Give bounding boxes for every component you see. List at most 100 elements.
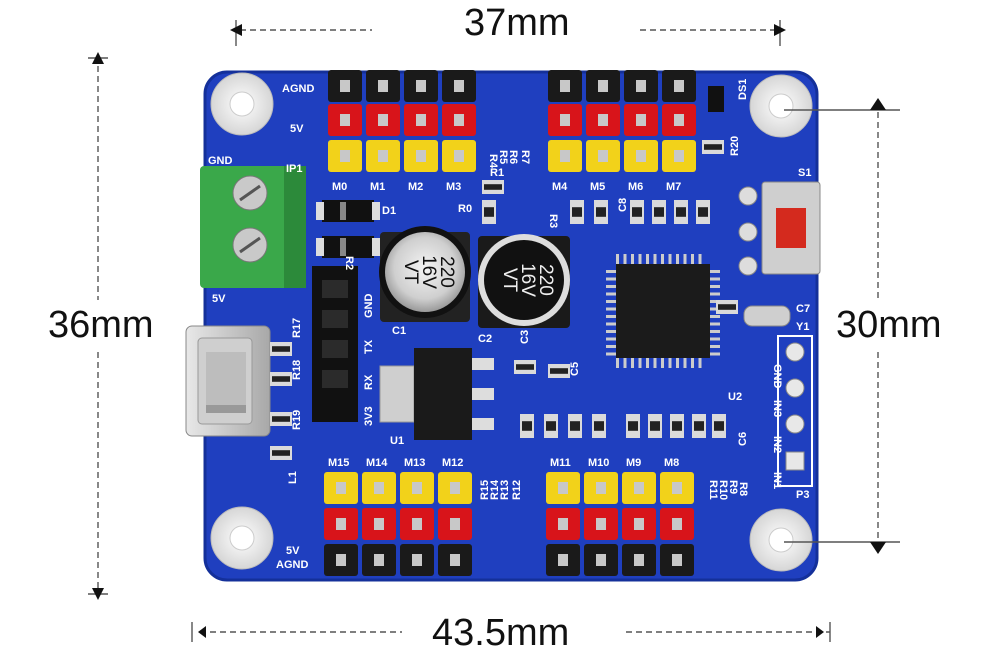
header-pin-5v [400, 508, 434, 540]
header-pin-gnd [548, 70, 582, 102]
header-pin-signal [586, 140, 620, 172]
servo-label: M6 [628, 181, 643, 193]
header-pin-5v [328, 104, 362, 136]
header-pin-signal [622, 472, 656, 504]
header-pin-gnd [404, 70, 438, 102]
header-pin-gnd [662, 70, 696, 102]
header-pin-signal [660, 472, 694, 504]
servo-label: M8 [664, 457, 679, 469]
header-pin-signal [584, 472, 618, 504]
silk-r12: R12 [511, 480, 523, 500]
header-pin-signal [438, 472, 472, 504]
silk-y1: Y1 [796, 321, 809, 333]
header-pin-gnd [660, 544, 694, 576]
servo-label: M4 [552, 181, 568, 193]
silk-r13: R13 [499, 480, 511, 500]
smd-part [548, 364, 570, 378]
capacitor-marking: 220 [436, 256, 457, 288]
led-ds1 [708, 86, 724, 112]
smd-part [592, 414, 606, 438]
header-pin-5v [442, 104, 476, 136]
silk-d1: D1 [382, 205, 396, 217]
servo-label: M0 [332, 181, 347, 193]
diode-d2 [316, 236, 380, 258]
dimension-right-height: 30mm [836, 304, 942, 346]
smd-part [594, 200, 608, 224]
smd-part [270, 412, 292, 426]
silkscreen-labels: AGND 5V GND IP1 5V 5V AGND R1 R0 D1 C1 C… [208, 79, 811, 571]
silk-r20: R20 [729, 136, 741, 156]
silk-r6: R6 [507, 150, 519, 164]
silk-r1: R1 [490, 167, 504, 179]
silk-ds1: DS1 [737, 79, 749, 100]
silk-c1: C1 [392, 325, 406, 337]
silk-s1: S1 [798, 167, 811, 179]
smd-part [712, 414, 726, 438]
header-pin-signal [324, 472, 358, 504]
header-pin-signal [328, 140, 362, 172]
silk-c2: C2 [478, 333, 492, 345]
silk-c7: C7 [796, 303, 810, 315]
push-button-s1 [761, 181, 821, 275]
smd-part [270, 342, 292, 356]
silk-r3: R3 [547, 214, 559, 228]
header-pin-gnd [622, 544, 656, 576]
mounting-hole-top-right [749, 74, 813, 138]
silk-c8: C8 [617, 198, 629, 212]
header-pin-signal [624, 140, 658, 172]
servo-label: M1 [370, 181, 385, 193]
smd-part [568, 414, 582, 438]
smd-part [630, 200, 644, 224]
capacitor-marking: 220 [535, 264, 556, 296]
silk-5v-left: 5V [212, 293, 226, 305]
screw-terminal [200, 166, 306, 288]
silk-uart-pin: GND [363, 294, 375, 319]
silk-c6: C6 [737, 432, 749, 446]
silk-r17: R17 [291, 318, 303, 338]
header-pin-5v [548, 104, 582, 136]
silk-u2: U2 [728, 391, 742, 403]
servo-label: M10 [588, 457, 609, 469]
servo-label: M12 [442, 457, 463, 469]
header-pin-signal [400, 472, 434, 504]
silk-p3-pin: IN1 [771, 472, 783, 489]
smd-part [270, 372, 292, 386]
header-pin-gnd [438, 544, 472, 576]
header-pin-gnd [362, 544, 396, 576]
header-pin-signal [548, 140, 582, 172]
header-pin-gnd [442, 70, 476, 102]
silk-r14: R14 [489, 479, 501, 500]
header-pin-5v [586, 104, 620, 136]
smd-part [716, 300, 738, 314]
capacitor-marking: 16V [517, 263, 538, 297]
smd-part [626, 414, 640, 438]
capacitor-marking: 16V [418, 255, 439, 289]
smd-part [674, 200, 688, 224]
header-pin-5v [366, 104, 400, 136]
capacitor-c2: 22016VVT [478, 234, 570, 328]
diode-d1 [316, 200, 380, 222]
dimension-top-width: 37mm [464, 2, 570, 44]
silk-p3-pin: IN2 [771, 436, 783, 453]
smd-part [544, 414, 558, 438]
silk-r8: R8 [737, 482, 749, 496]
silk-r0: R0 [458, 203, 472, 215]
silk-agnd-top: AGND [282, 83, 314, 95]
silk-c5: C5 [569, 362, 581, 376]
silk-uart-pin: RX [363, 374, 375, 390]
servo-label: M7 [666, 181, 681, 193]
header-pin-signal [546, 472, 580, 504]
silk-r9: R9 [727, 480, 739, 494]
smd-part [702, 140, 724, 154]
silk-gnd-left: GND [208, 155, 233, 167]
header-pin-gnd [400, 544, 434, 576]
header-pin-5v [660, 508, 694, 540]
smd-part [270, 446, 292, 460]
silk-ip1: IP1 [286, 163, 303, 175]
mounting-hole-bottom-left [210, 506, 274, 570]
smd-part [648, 414, 662, 438]
silk-agnd-bottom: AGND [276, 559, 308, 571]
microcontroller-chip [606, 254, 720, 368]
crystal-y1 [743, 305, 791, 327]
header-pin-5v [438, 508, 472, 540]
